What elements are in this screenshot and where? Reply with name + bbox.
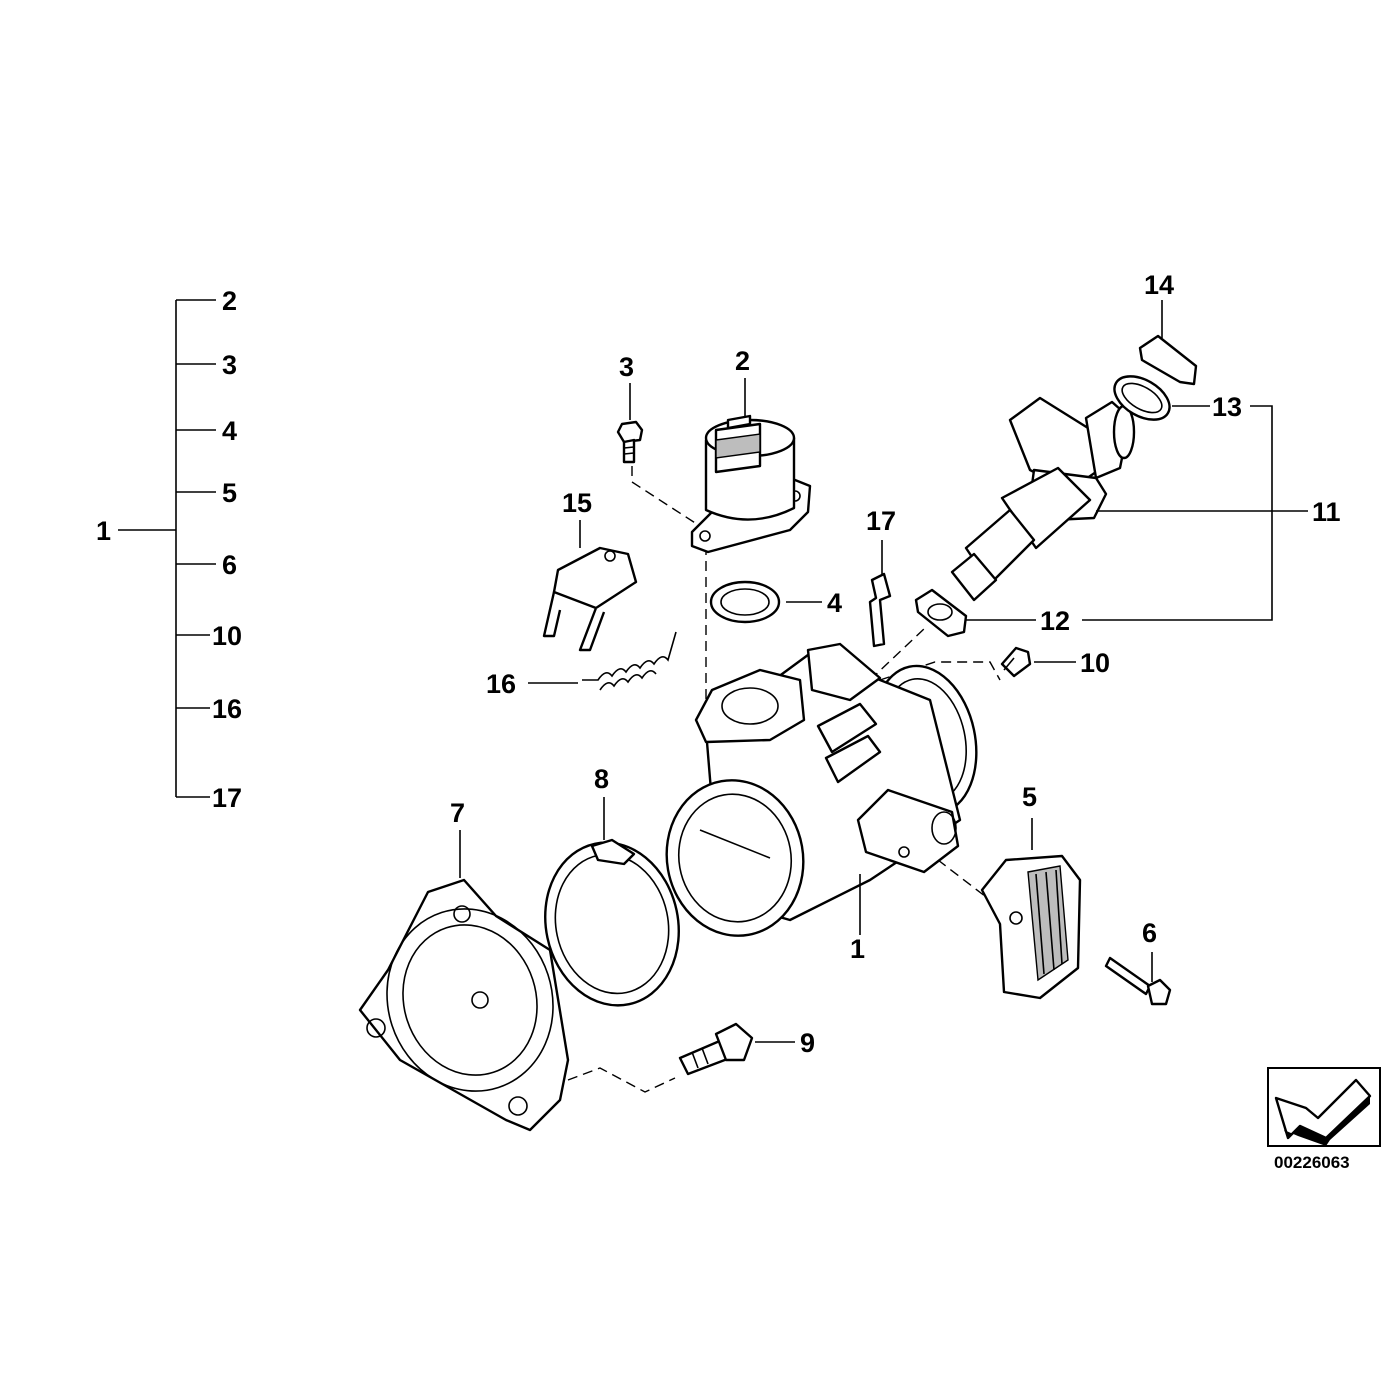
callout-15: 15: [562, 488, 592, 518]
assembly-tree: 1 2 3 4 5 6 10 16 17: [96, 286, 242, 813]
tree-child-label: 2: [222, 286, 237, 316]
callout-8: 8: [594, 764, 609, 794]
part-12-gasket: [914, 588, 968, 638]
callout-17: 17: [866, 506, 896, 536]
part-15-bracket: [542, 546, 638, 652]
leader-lines: [459, 300, 1308, 1043]
callout-7: 7: [450, 798, 465, 828]
tree-child-label: 5: [222, 478, 237, 508]
tree-child-label: 6: [222, 550, 237, 580]
tree-child-label: 16: [212, 694, 242, 724]
tree-child-label: 17: [212, 783, 242, 813]
tree-child-label: 4: [222, 416, 237, 446]
part-8-clamp: [544, 838, 680, 1007]
part-17-clip: [868, 572, 892, 648]
callout-11: 11: [1312, 497, 1341, 527]
callout-1: 1: [850, 934, 865, 964]
part-5-sensor: [980, 854, 1082, 1000]
part-2-actuator: [690, 414, 812, 554]
callout-12: 12: [1040, 606, 1070, 636]
part-6-screw: [1104, 956, 1172, 1006]
part-4-o-ring: [709, 580, 781, 624]
callout-10: 10: [1080, 648, 1110, 678]
part-16-spring: [582, 631, 677, 691]
tree-root-label: 1: [96, 516, 111, 546]
tree-child-label: 3: [222, 350, 237, 380]
callout-13: 13: [1212, 392, 1242, 422]
part-7-flange: [358, 878, 570, 1132]
part-14-clip: [1138, 334, 1198, 386]
callout-3: 3: [619, 352, 634, 382]
callout-5: 5: [1022, 782, 1037, 812]
callout-16: 16: [486, 669, 516, 699]
direction-arrow-box: [1267, 1067, 1381, 1147]
tree-child-label: 10: [212, 621, 242, 651]
arrow-shadow: [1284, 1096, 1370, 1146]
part-9-bolt: [678, 1022, 754, 1076]
part-10-plug: [1000, 646, 1032, 678]
callouts: 3 2 15 17 4 16 10 14 13 11 12 5 6 1 7 8 …: [450, 270, 1341, 1058]
callout-14: 14: [1144, 270, 1174, 300]
callout-6: 6: [1142, 918, 1157, 948]
part-1-throttle-body: [665, 642, 978, 937]
part-3-screw: [616, 420, 644, 464]
assembly-lines: [529, 466, 1001, 1093]
part-13-seal: [1113, 375, 1171, 421]
diagram-number: 00226063: [1274, 1153, 1350, 1172]
part-11-valve: [950, 396, 1136, 602]
callout-4: 4: [827, 588, 842, 618]
callout-9: 9: [800, 1028, 815, 1058]
callout-2: 2: [735, 346, 750, 376]
